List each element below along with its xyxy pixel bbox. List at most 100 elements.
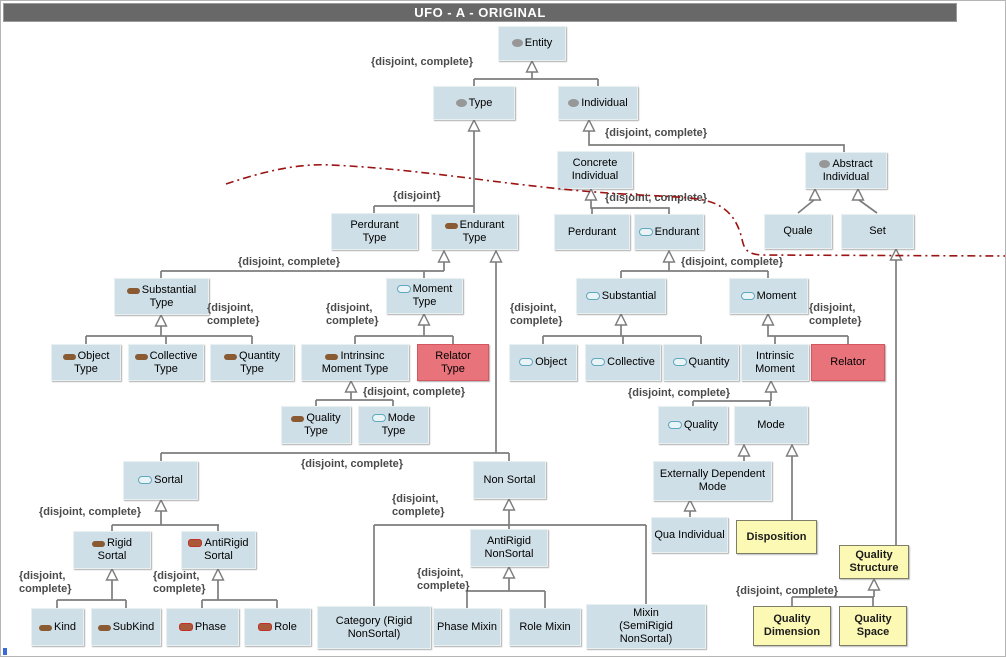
node-perdurant-type[interactable]: Perdurant Type [331, 213, 418, 250]
node-quale[interactable]: Quale [764, 214, 832, 249]
node-quality-space[interactable]: Quality Space [839, 606, 907, 646]
node-label: Non Sortal [483, 473, 536, 486]
gray-circle-icon [568, 98, 580, 107]
node-object-type[interactable]: Object Type [51, 344, 121, 381]
node-perdurant[interactable]: Perdurant [554, 214, 630, 250]
node-phase[interactable]: Phase [166, 608, 239, 646]
node-label: Collective Type [149, 349, 198, 375]
node-collective-type[interactable]: Collective Type [128, 344, 204, 381]
blue-pill-icon [672, 358, 687, 367]
gray-circle-icon [819, 159, 831, 168]
node-quality-dimension[interactable]: Quality Dimension [753, 606, 831, 646]
node-label: Intrinsic Moment [755, 349, 795, 375]
node-substantial-type[interactable]: Substantial Type [114, 278, 209, 315]
node-antirigid-sortal[interactable]: AntiRigid Sortal [181, 531, 256, 569]
node-label: Collective [607, 356, 655, 369]
node-non-sortal[interactable]: Non Sortal [473, 461, 546, 499]
node-label: Moment [756, 289, 797, 302]
node-label: Qua Individual [654, 528, 725, 541]
node-label: AntiRigid NonSortal [484, 535, 534, 560]
brown-pill-icon [444, 223, 458, 230]
node-label: Category (Rigid NonSortal) [335, 614, 413, 640]
node-collective[interactable]: Collective [585, 344, 661, 381]
node-externally-dependent-mode[interactable]: Externally Dependent Mode [653, 461, 772, 501]
brown-pill-icon [126, 287, 140, 294]
node-sortal[interactable]: Sortal [123, 461, 198, 500]
brown-pill-icon [62, 353, 76, 360]
node-label: Concrete Individual [571, 157, 619, 182]
node-label: Endurant Type [459, 219, 505, 244]
node-label: Type [468, 96, 493, 109]
node-role[interactable]: Role [244, 608, 311, 646]
brown-pill-icon [91, 541, 105, 548]
node-intrinsinc-moment-type[interactable]: Intrinsinc Moment Type [301, 344, 409, 381]
node-label: Mixin (SemiRigid NonSortal) [619, 607, 673, 645]
node-label: Substantial [601, 289, 657, 302]
node-label: Role [274, 620, 297, 633]
node-kind[interactable]: Kind [31, 608, 84, 646]
node-label: Relator [830, 356, 866, 369]
brown-pill-icon [97, 624, 111, 631]
node-endurant[interactable]: Endurant [634, 214, 704, 250]
node-endurant-type[interactable]: Endurant Type [431, 214, 518, 250]
node-quality-structure[interactable]: Quality Structure [839, 545, 909, 579]
node-label: Quality Structure [849, 549, 899, 574]
node-moment[interactable]: Moment [729, 278, 808, 314]
node-relator-type[interactable]: Relator Type [417, 344, 489, 381]
node-quantity[interactable]: Quantity [663, 344, 739, 381]
node-category[interactable]: Category (Rigid NonSortal) [317, 606, 431, 649]
gray-circle-icon [511, 39, 523, 48]
node-mode-type[interactable]: Mode Type [358, 406, 429, 444]
node-rigid-sortal[interactable]: Rigid Sortal [73, 531, 151, 569]
node-label: Externally Dependent Mode [659, 468, 766, 493]
blue-pill-icon [371, 414, 386, 423]
brown-pill-icon [224, 353, 238, 360]
diagram-title: UFO - A - ORIGINAL [414, 5, 546, 20]
node-label: Relator Type [435, 349, 471, 375]
node-quality[interactable]: Quality [658, 406, 728, 444]
node-label: Phase Mixin [437, 620, 497, 633]
node-quantity-type[interactable]: Quantity Type [210, 344, 294, 381]
node-phase-mixin[interactable]: Phase Mixin [433, 608, 501, 646]
node-mode[interactable]: Mode [734, 406, 808, 444]
node-label: Perdurant [567, 225, 617, 238]
stray-mark [3, 648, 7, 655]
node-abstract-individual[interactable]: Abstract Individual [805, 152, 887, 189]
node-label: Entity [524, 37, 553, 50]
node-object[interactable]: Object [509, 344, 577, 381]
node-quality-type[interactable]: Quality Type [281, 406, 351, 444]
node-concrete-individual[interactable]: Concrete Individual [557, 151, 633, 189]
node-label: Set [869, 225, 886, 238]
node-label: Role Mixin [519, 620, 571, 633]
red-pill-icon [188, 539, 203, 548]
node-antirigid-nonsortal[interactable]: AntiRigid NonSortal [470, 529, 548, 567]
node-label: Mode [757, 418, 785, 431]
node-substantial[interactable]: Substantial [576, 278, 666, 314]
node-label: Quale [783, 225, 813, 238]
node-label: Quality Dimension [763, 613, 821, 638]
red-pill-icon [258, 622, 273, 631]
node-mixin[interactable]: Mixin (SemiRigid NonSortal) [586, 604, 706, 649]
red-pill-icon [178, 622, 193, 631]
node-role-mixin[interactable]: Role Mixin [509, 608, 581, 646]
brown-pill-icon [291, 416, 305, 423]
node-moment-type[interactable]: Moment Type [386, 278, 463, 314]
blue-pill-icon [740, 291, 755, 300]
node-subkind[interactable]: SubKind [91, 608, 161, 646]
node-type[interactable]: Type [433, 86, 515, 120]
node-intrinsic-moment[interactable]: Intrinsic Moment [741, 344, 809, 381]
node-label: Kind [53, 620, 77, 633]
node-label: Perdurant Type [350, 218, 399, 244]
blue-pill-icon [585, 291, 600, 300]
node-qua-individual[interactable]: Qua Individual [651, 517, 728, 553]
node-relator[interactable]: Relator [811, 344, 885, 381]
blue-pill-icon [138, 476, 153, 485]
blue-pill-icon [667, 420, 682, 429]
node-individual[interactable]: Individual [558, 86, 638, 120]
node-entity[interactable]: Entity [498, 26, 566, 61]
blue-pill-icon [519, 358, 534, 367]
node-disposition[interactable]: Disposition [736, 520, 817, 554]
node-label: Quantity [688, 356, 730, 369]
brown-pill-icon [325, 353, 339, 360]
node-set[interactable]: Set [841, 214, 914, 249]
